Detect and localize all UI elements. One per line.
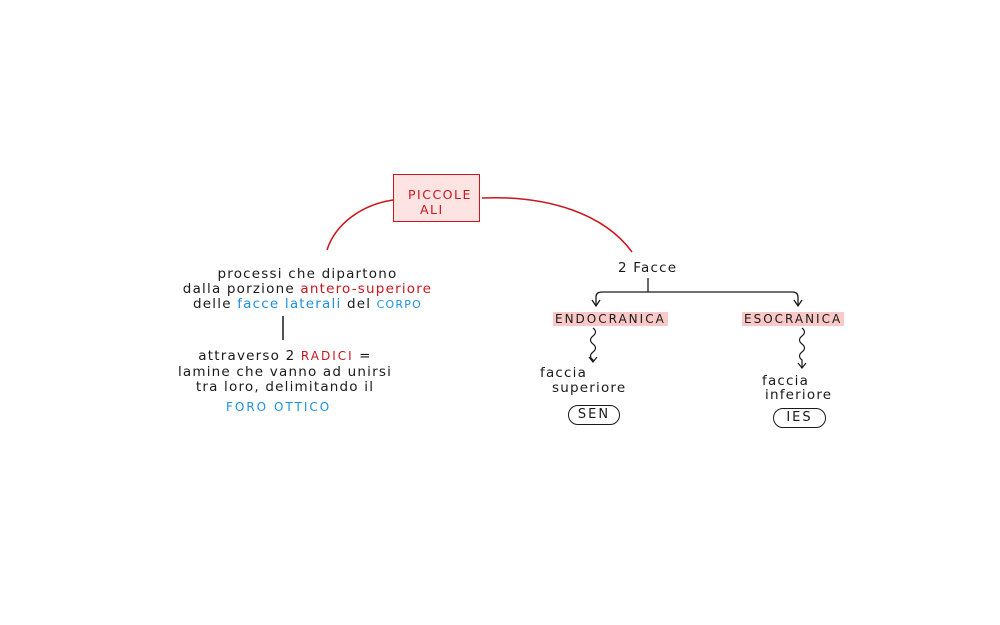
root-right-arc (481, 196, 633, 253)
left-desc-line-1: processi che dipartono (217, 266, 398, 282)
root-node-piccole-ali: PICCOLE ALI (393, 174, 480, 222)
root-left-arc (326, 199, 394, 251)
endo-arrowhead (588, 356, 598, 363)
facce-laterali-term: facce laterali (237, 296, 342, 312)
left-bottom-line-1: attraverso 2 RADICI = (198, 348, 372, 364)
eso-desc-line-1: faccia (762, 373, 810, 389)
eso-squiggle-arrow (798, 327, 806, 368)
antero-superiore-term: antero-superiore (300, 281, 433, 297)
branch-arrow-right (793, 299, 803, 308)
facce-heading: 2 Facce (618, 260, 678, 276)
endo-squiggle-arrow (589, 327, 597, 362)
sen-tag: SEN (568, 405, 620, 425)
corpo-term: corpo (376, 298, 422, 311)
left-desc-line-3: delle facce laterali del corpo (193, 296, 422, 312)
facce-branch (595, 291, 799, 305)
ies-tag: IES (773, 408, 826, 428)
endo-desc-line-1: faccia (540, 365, 588, 381)
branch-arrow-left (591, 299, 601, 308)
root-line-1: PICCOLE (408, 187, 472, 202)
esocranica-label: ESOCRANICA (742, 312, 845, 326)
left-bottom-line-2: lamine che vanno ad unirsi (177, 364, 393, 380)
left-desc-line-2: dalla porzione antero-superiore (182, 281, 433, 297)
endo-desc-line-2: superiore (552, 380, 627, 396)
eso-arrowhead (797, 362, 807, 369)
left-bottom-line-3: tra loro, delimitando il (195, 379, 375, 395)
eso-desc-line-2: inferiore (765, 387, 833, 403)
root-line-2: ALI (420, 202, 444, 217)
foro-ottico-term: FORO OTTICO (226, 400, 332, 414)
endocranica-label: ENDOCRANICA (553, 312, 668, 326)
radici-term: RADICI (300, 349, 354, 363)
